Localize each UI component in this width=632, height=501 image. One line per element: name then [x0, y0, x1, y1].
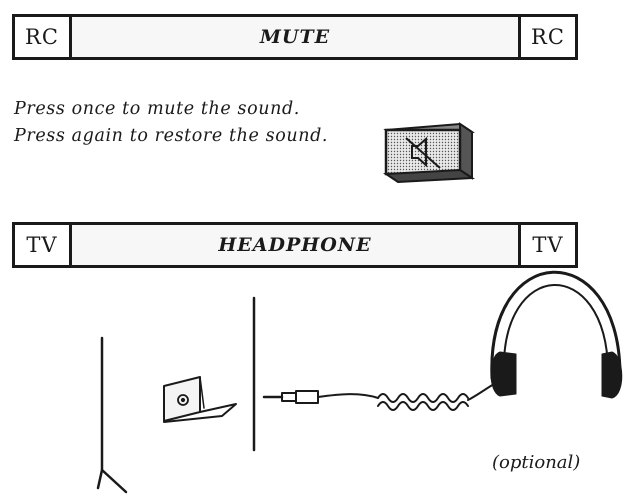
- mute-tag-right: RC: [518, 14, 578, 60]
- optional-note: (optional): [492, 452, 581, 473]
- headphone-header-bar: TV HEADPHONE TV: [12, 222, 578, 268]
- headphone-tag-right: TV: [518, 222, 578, 268]
- mute-tag-left: RC: [12, 14, 72, 60]
- mute-instruction: Press once to mute the sound. Press agai…: [14, 99, 329, 146]
- headphone-tag-left: TV: [12, 222, 72, 268]
- headphone-title: HEADPHONE: [218, 234, 372, 256]
- mute-title: MUTE: [259, 26, 331, 48]
- mute-button-icon: [382, 122, 476, 184]
- headphone-jack-illustration: [96, 270, 623, 494]
- mute-speaker-icon: [405, 136, 441, 169]
- mute-header-bar: RC MUTE RC: [12, 14, 578, 60]
